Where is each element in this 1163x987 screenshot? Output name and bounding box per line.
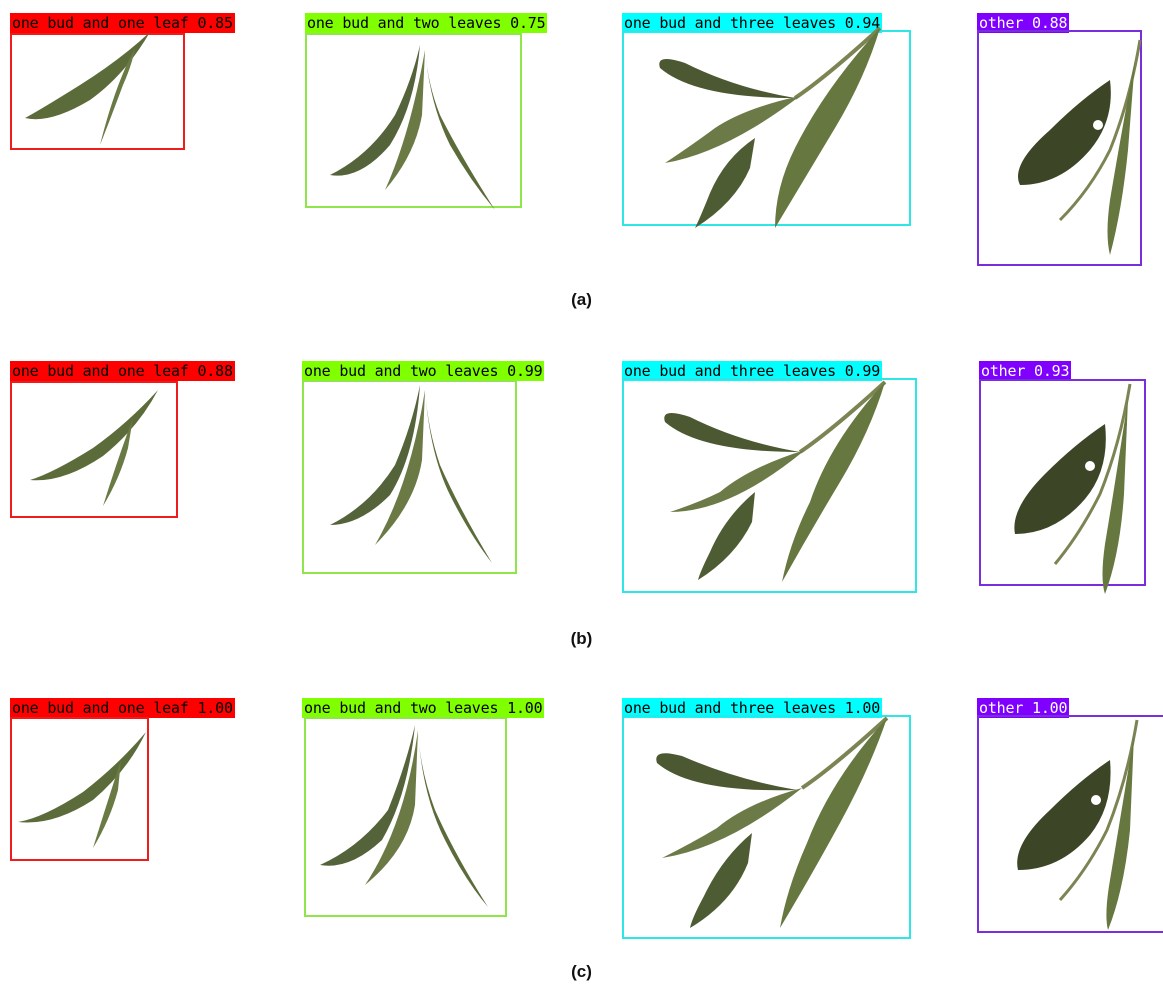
tea-leaf-image [1017,719,1139,930]
panel-caption: (b) [570,629,593,648]
detection-label: one bud and three leaves 1.00 [622,698,883,718]
detection-box [10,717,149,861]
tea-leaf-image [25,32,150,145]
detection-box [304,717,507,917]
detection-label: other 0.88 [977,13,1070,33]
detection-label: one bud and one leaf 1.00 [10,698,235,718]
detection-box [622,715,911,939]
tea-leaf-image [1018,39,1142,255]
detection-label: one bud and one leaf 0.88 [10,361,235,381]
detection-box [979,379,1146,586]
tea-leaf-image [656,716,889,928]
detection-label: one bud and two leaves 0.75 [305,13,548,33]
panel-caption: (c) [571,962,592,981]
tea-leaf-image [30,390,158,506]
tea-leaf-image [330,45,495,210]
detection-box [977,30,1142,266]
detection-label: other 0.93 [979,361,1072,381]
tea-leaf-image [320,725,488,907]
tea-leaf-image [664,380,887,582]
panel-b: one bud and one leaf 0.88 one bud and tw… [10,361,1146,648]
detection-label: one bud and three leaves 0.94 [622,13,883,33]
detection-box [302,380,517,574]
detection-label: one bud and one leaf 0.85 [10,13,235,33]
tea-leaf-image [659,26,882,228]
detection-label: one bud and two leaves 1.00 [302,698,545,718]
detection-label: one bud and two leaves 0.99 [302,361,545,381]
panel-caption: (a) [571,290,592,309]
detection-box [977,715,1163,933]
tea-leaf-image [18,732,146,848]
detection-box [10,33,185,150]
detection-box [10,381,178,518]
detection-label: other 1.00 [977,698,1070,718]
detection-label: one bud and three leaves 0.99 [622,361,883,381]
detection-box [305,33,522,208]
detection-box [622,30,911,226]
detection-box [622,378,917,593]
panel-a: one bud and one leaf 0.85 one bud and tw… [0,0,1163,320]
tea-leaf-image [1014,383,1132,594]
tea-leaf-image [330,385,492,563]
